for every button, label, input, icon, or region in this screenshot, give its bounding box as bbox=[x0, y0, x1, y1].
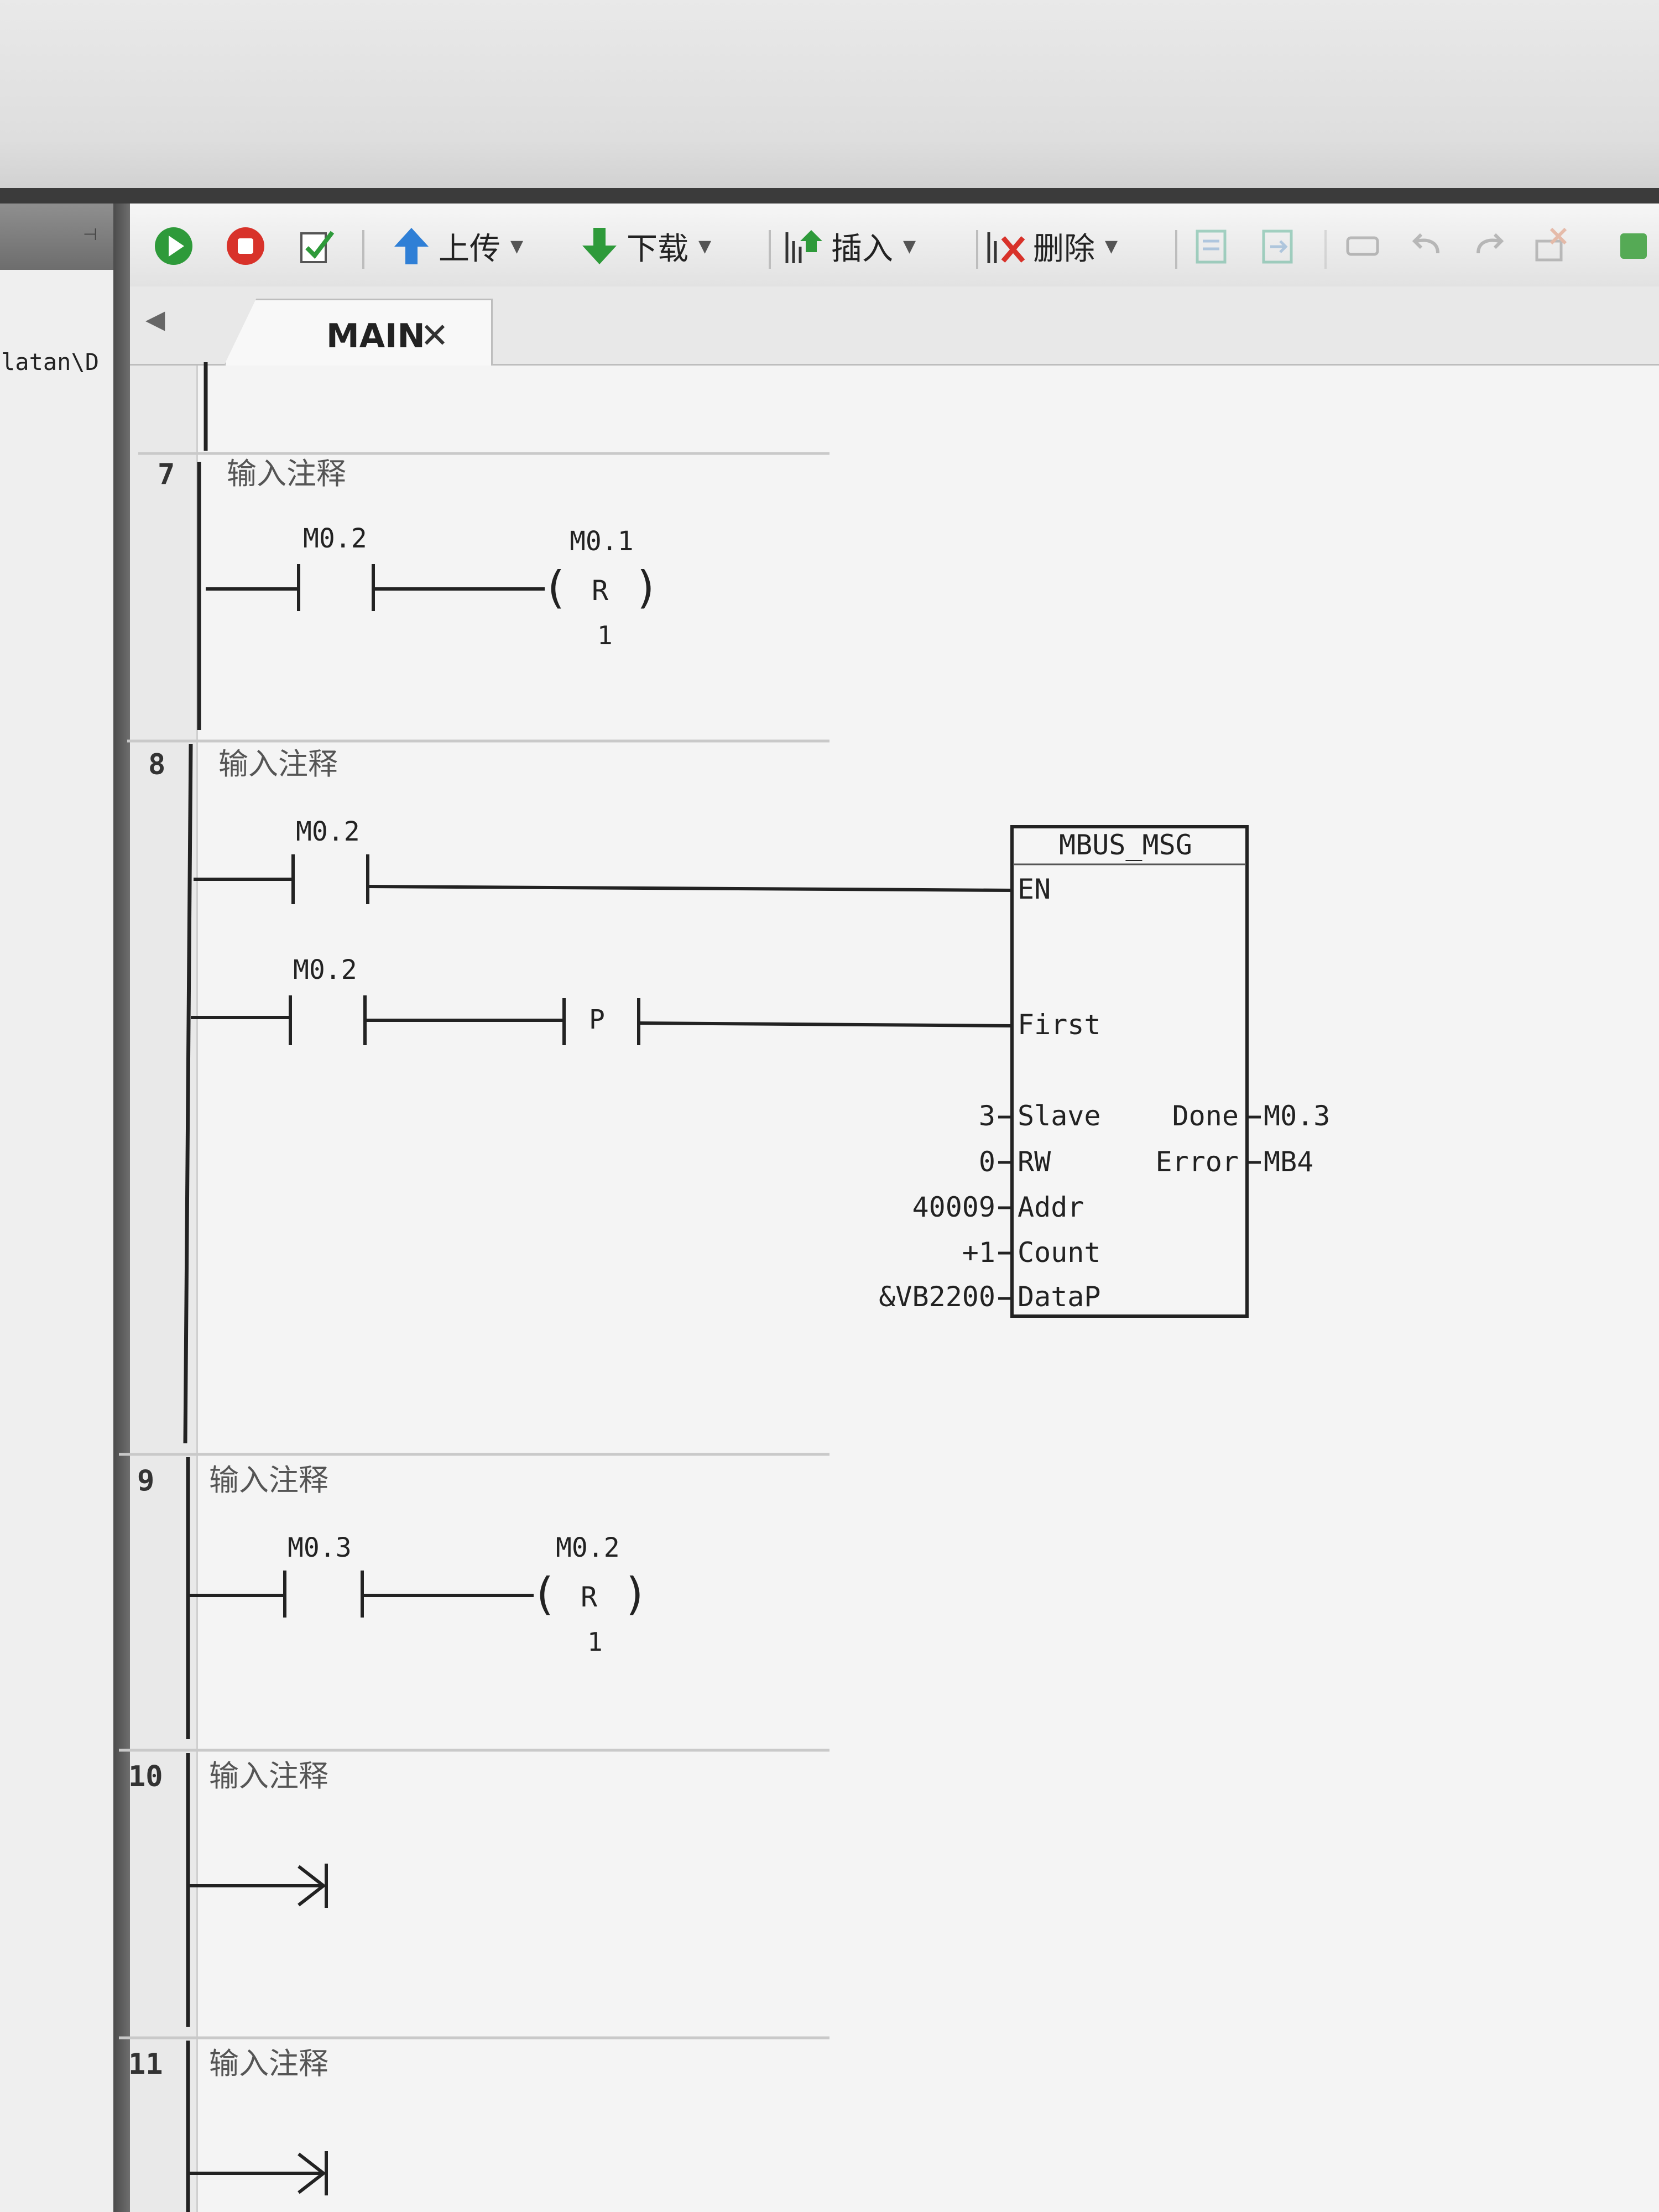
undo-button[interactable] bbox=[1405, 227, 1448, 265]
tab-main-label[interactable]: MAIN bbox=[326, 317, 425, 356]
pin-icon[interactable]: ⊣ bbox=[83, 225, 98, 244]
toggle-bookmark-button[interactable] bbox=[1192, 227, 1235, 265]
next-bookmark-icon bbox=[1258, 225, 1301, 268]
insert-rung-icon bbox=[782, 225, 826, 268]
panel-header: ⊣ bbox=[0, 204, 113, 270]
run-icon bbox=[152, 225, 195, 268]
delete-label: 删除 bbox=[1033, 231, 1095, 267]
stop-icon bbox=[224, 225, 267, 268]
compile-button[interactable] bbox=[296, 227, 339, 265]
insert-label: 插入 bbox=[831, 231, 893, 267]
bookmark-icon bbox=[1192, 225, 1235, 268]
download-button[interactable]: 下载 ▼ bbox=[578, 225, 712, 268]
panel-splitter[interactable] bbox=[113, 204, 130, 2212]
clear-button[interactable] bbox=[1529, 227, 1572, 265]
ladder-canvas[interactable] bbox=[130, 366, 1659, 2212]
upload-dropdown-icon[interactable]: ▼ bbox=[510, 236, 524, 256]
next-bookmark-button[interactable] bbox=[1258, 227, 1301, 265]
run-button[interactable] bbox=[152, 227, 195, 265]
toolbar-separator bbox=[1175, 230, 1177, 269]
insert-button[interactable]: 插入 ▼ bbox=[782, 225, 916, 268]
download-dropdown-icon[interactable]: ▼ bbox=[698, 236, 712, 256]
compile-icon bbox=[296, 225, 339, 268]
delete-button[interactable]: 删除 ▼ bbox=[984, 225, 1118, 268]
toolbar-separator bbox=[362, 230, 364, 269]
rung-gutter bbox=[130, 366, 198, 2212]
program-editor: 上传 ▼ 下载 ▼ 插入 ▼ 删除 ▼ bbox=[130, 204, 1659, 2212]
redo-icon bbox=[1468, 225, 1511, 268]
tab-close-icon[interactable]: ✕ bbox=[420, 315, 449, 356]
toolbar-separator bbox=[1324, 230, 1327, 269]
toolbar-separator bbox=[769, 230, 771, 269]
undo-icon bbox=[1405, 225, 1448, 268]
project-path-text: latan\D bbox=[1, 348, 100, 375]
editor-toolbar: 上传 ▼ 下载 ▼ 插入 ▼ 删除 ▼ bbox=[130, 204, 1659, 288]
more-icon bbox=[1612, 225, 1655, 268]
rectangle-icon bbox=[1341, 225, 1384, 268]
delete-icon bbox=[984, 225, 1027, 268]
delete-dropdown-icon[interactable]: ▼ bbox=[1105, 236, 1118, 256]
tab-scroll-left-icon[interactable]: ◀ bbox=[145, 304, 165, 334]
download-arrow-icon bbox=[578, 225, 621, 268]
stop-button[interactable] bbox=[224, 227, 267, 265]
upload-label: 上传 bbox=[439, 231, 500, 267]
clear-icon bbox=[1529, 225, 1572, 268]
download-label: 下载 bbox=[627, 231, 688, 267]
upload-button[interactable]: 上传 ▼ bbox=[390, 225, 524, 268]
window-top-border bbox=[0, 188, 1659, 204]
upload-arrow-icon bbox=[390, 225, 433, 268]
redo-button[interactable] bbox=[1468, 227, 1511, 265]
tab-bar: ◀ MAIN ✕ bbox=[130, 286, 1659, 366]
rect-button[interactable] bbox=[1341, 227, 1384, 265]
project-tree-panel: ⊣ latan\D bbox=[0, 204, 113, 2212]
toolbar-separator bbox=[976, 230, 978, 269]
insert-dropdown-icon[interactable]: ▼ bbox=[903, 236, 916, 256]
monitor-background bbox=[0, 0, 1659, 199]
more-button[interactable] bbox=[1612, 227, 1655, 265]
